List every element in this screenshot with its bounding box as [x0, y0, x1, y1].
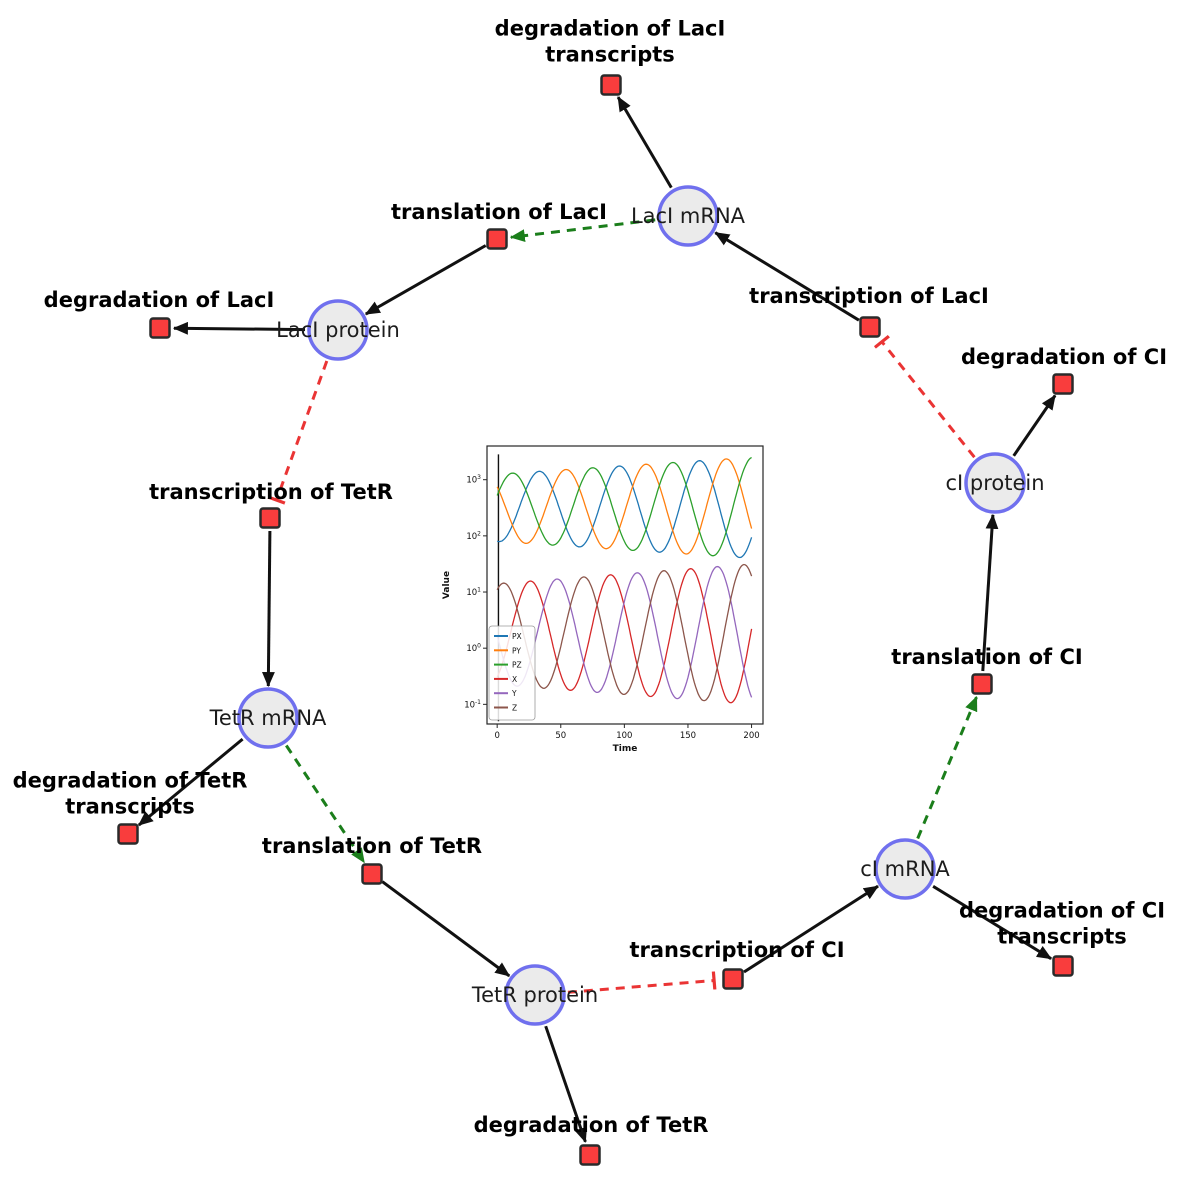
reaction-node-tx_tetr: [259, 507, 281, 529]
legend-label-X: X: [512, 675, 517, 684]
edge-tx_tetr-tetr_mrna: [262, 530, 275, 688]
legend-label-PZ: PZ: [512, 661, 522, 670]
edge-transl_tetr-tetr_protein: [381, 880, 511, 978]
legend-label-PX: PX: [512, 632, 522, 641]
edge-tetr_mrna-deg_tetr_tx: [137, 737, 244, 827]
reaction-node-transl_laci: [486, 228, 508, 250]
edge-laci_mrna-transl_laci: [509, 218, 656, 243]
edge-tx_ci-ci_mrna: [743, 884, 879, 974]
edge-tetr_mrna-transl_tetr: [285, 744, 366, 864]
y-tick-label: 10-1: [464, 699, 481, 711]
chart-ylabel: Value: [442, 571, 452, 599]
edge-laci_protein-tx_tetr: [267, 360, 329, 505]
nodes-group: [117, 74, 1074, 1166]
y-tick-label: 103: [466, 474, 481, 486]
chart-legend: PX PY PZ XYZ: [488, 625, 536, 721]
species-node-laci_protein: [307, 299, 369, 361]
reaction-node-deg_ci: [1052, 373, 1074, 395]
reaction-node-deg_laci: [149, 317, 171, 339]
y-tick-label: 101: [466, 587, 481, 599]
reaction-node-deg_laci_tx: [600, 74, 622, 96]
species-node-ci_mrna: [874, 838, 936, 900]
x-tick-label: 50: [555, 731, 566, 741]
series-line-PZ: [496, 456, 752, 557]
edge-ci_protein-tx_laci: [873, 334, 976, 459]
legend-label-Z: Z: [512, 704, 517, 713]
series-line-PY: [496, 458, 753, 555]
y-tick-label: 102: [466, 530, 481, 542]
series-line-Y: [496, 565, 753, 700]
edge-laci_protein-deg_laci: [172, 321, 306, 335]
edge-ci_mrna-deg_ci_tx: [932, 885, 1053, 960]
reaction-node-deg_tetr: [579, 1144, 601, 1166]
edge-ci_mrna-transl_ci: [916, 695, 978, 840]
y-tick-label: 100: [466, 643, 481, 655]
reaction-node-tx_ci: [722, 968, 744, 990]
reaction-node-deg_ci_tx: [1052, 955, 1074, 977]
species-node-tetr_protein: [504, 964, 566, 1026]
edge-ci_protein-deg_ci: [1012, 394, 1057, 457]
series-line-X: [496, 568, 753, 704]
species-node-ci_protein: [964, 452, 1026, 514]
series-line-Z: [496, 563, 753, 702]
edge-transl_ci-ci_protein: [981, 513, 999, 672]
series-line-PX: [496, 460, 753, 559]
edges-group: [137, 96, 1057, 1143]
chart-axes-frame: [486, 445, 764, 725]
x-tick-label: 100: [616, 731, 632, 741]
edge-tx_laci-laci_mrna: [714, 231, 860, 322]
x-tick-label: 0: [494, 731, 499, 741]
edge-tetr_protein-tx_ci: [567, 971, 717, 994]
legend-label-PY: PY: [512, 646, 521, 655]
reaction-node-tx_laci: [859, 316, 881, 338]
x-tick-label: 200: [743, 731, 759, 741]
edge-tetr_protein-deg_tetr: [544, 1025, 587, 1143]
legend-label-Y: Y: [511, 689, 517, 698]
species-node-laci_mrna: [657, 185, 719, 247]
x-tick-label: 150: [680, 731, 696, 741]
species-node-tetr_mrna: [237, 687, 299, 749]
edge-transl_laci-laci_protein: [364, 244, 487, 316]
chart-xlabel: Time: [613, 744, 638, 754]
reaction-node-deg_tetr_tx: [117, 823, 139, 845]
edge-laci_mrna-deg_laci_tx: [616, 96, 673, 189]
reaction-node-transl_tetr: [361, 863, 383, 885]
reaction-node-transl_ci: [971, 673, 993, 695]
